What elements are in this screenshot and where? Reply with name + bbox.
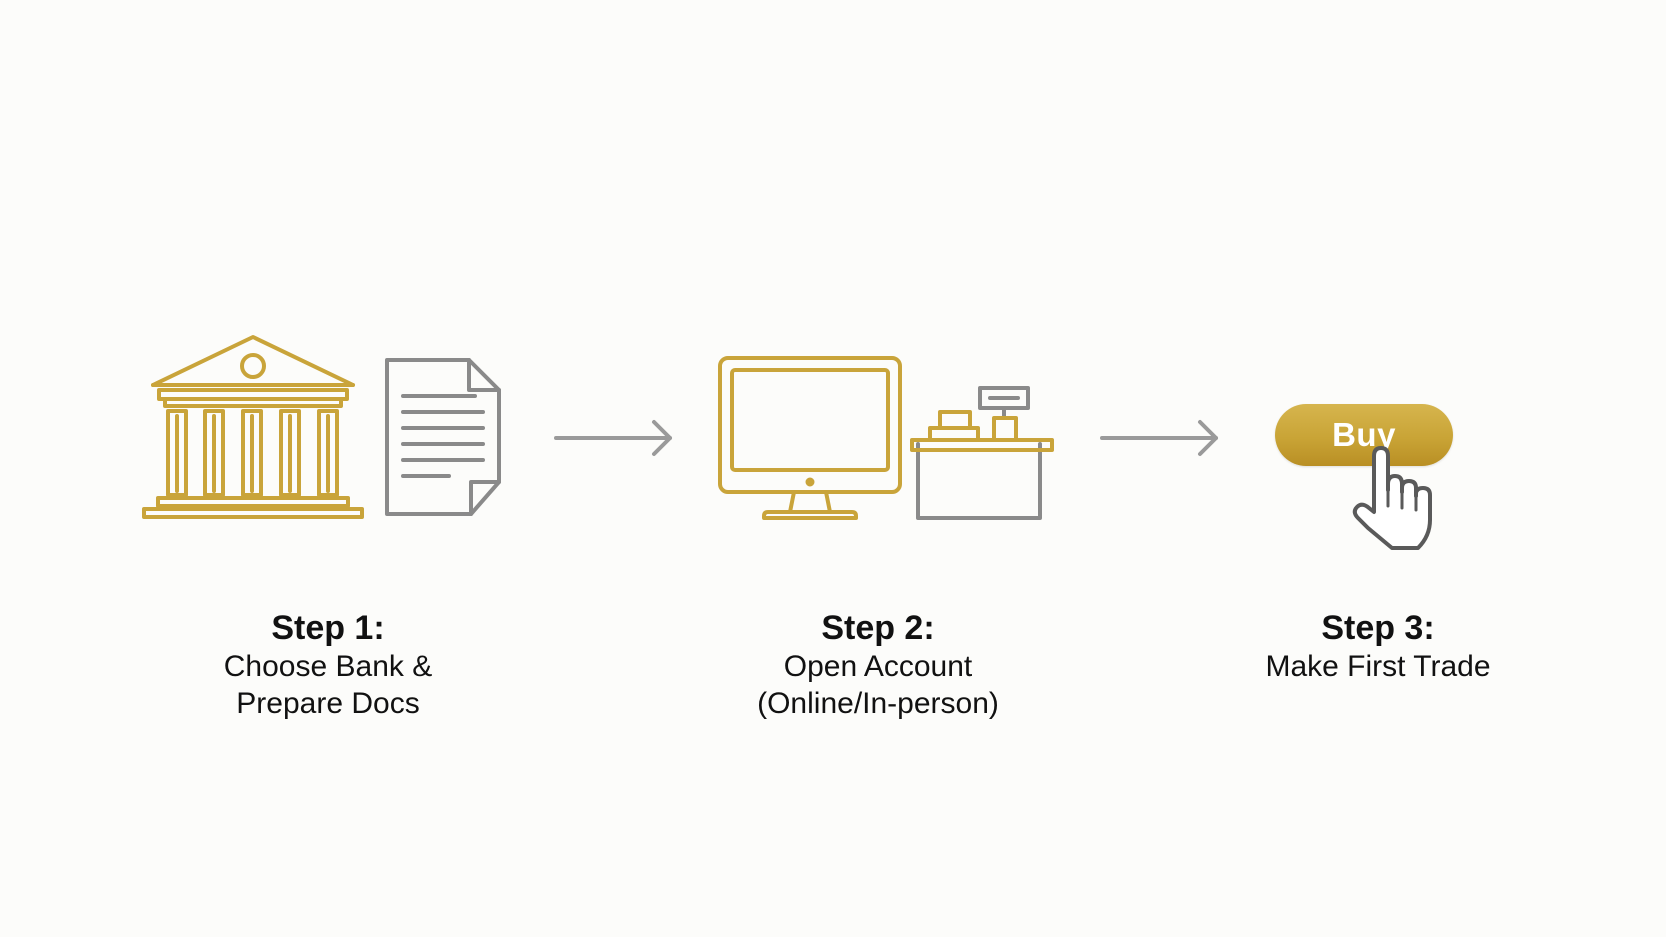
step-1-title: Step 1: — [271, 609, 385, 647]
buy-button[interactable]: Buy — [1275, 404, 1453, 466]
arrow-right-icon — [554, 420, 672, 456]
desktop-monitor-icon — [718, 356, 902, 520]
document-icon — [385, 358, 501, 516]
step-3-title: Step 3: — [1321, 609, 1435, 647]
step-2-title: Step 2: — [821, 609, 935, 647]
step-2-label: Step 2: Open Account (Online/In-person) — [708, 608, 1048, 722]
pointer-hand-icon — [1352, 446, 1432, 550]
step-1-description: Choose Bank & Prepare Docs — [223, 650, 433, 720]
step-3-description: Make First Trade — [1265, 650, 1491, 683]
step-1-label: Step 1: Choose Bank & Prepare Docs — [168, 608, 488, 722]
service-counter-icon — [910, 386, 1054, 520]
bank-building-icon — [142, 335, 364, 519]
step-3-label: Step 3: Make First Trade — [1228, 608, 1528, 685]
arrow-right-icon — [1100, 420, 1218, 456]
step-2-description: Open Account (Online/In-person) — [757, 650, 999, 720]
